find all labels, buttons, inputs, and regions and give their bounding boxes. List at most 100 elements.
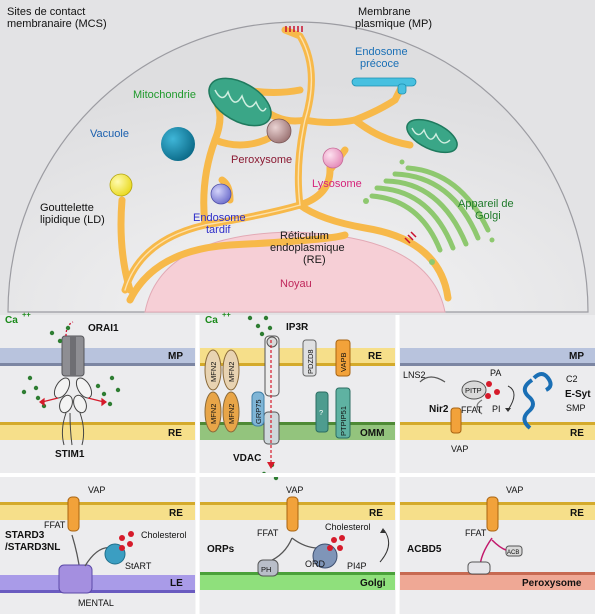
peroxysome-bar-label: Peroxysome: [522, 578, 582, 589]
le-bar: [0, 575, 195, 590]
acbd5-vap-label: VAP: [506, 485, 523, 495]
vdac-label: VDAC: [233, 453, 261, 464]
plasma-membrane-label-2: plasmique (MP): [355, 18, 432, 30]
ph-domain: [257, 559, 279, 577]
er-bar-stard3: [0, 505, 195, 520]
pa-label: PA: [490, 368, 501, 378]
peroxisome-label: Peroxysome: [231, 154, 292, 166]
orai-ca-label: Ca: [5, 315, 18, 326]
mental-domain: [58, 564, 93, 594]
nucleus-label: Noyau: [280, 278, 312, 290]
nucleus-shape: [144, 231, 446, 313]
pitp-label: PITP: [465, 386, 482, 395]
esyt-mp-label: MP: [569, 351, 584, 362]
panel-esyt: MP RE LNS2 PA PI PITP VAP FFAT Nir2 C2 E…: [400, 348, 595, 454]
stim1-label: STIM1: [55, 449, 85, 460]
vacuole-label: Vacuole: [90, 128, 129, 140]
golgi-bar: [200, 575, 395, 590]
unknown-label: ?: [319, 408, 323, 417]
panel-separators: [0, 315, 595, 614]
lns2-label: LNS2: [403, 370, 426, 380]
esyt-ffat-label: FFAT: [461, 405, 483, 415]
panel-stard3: RE LE VAP FFAT MENTAL StART Cholesterol …: [0, 485, 195, 608]
er-bar-orai: [0, 425, 195, 440]
lipid-droplet-label-2: lipidique (LD): [40, 214, 105, 226]
stard3-ffat-label: FFAT: [44, 520, 66, 530]
stard3-re-label: RE: [169, 508, 183, 519]
c2-label: C2: [566, 374, 578, 384]
pi-label: PI: [492, 404, 501, 414]
stim1-protein: [53, 377, 93, 446]
orai1-label: ORAI1: [88, 323, 119, 334]
pdzd8: [302, 339, 317, 377]
acbd5-name: ACBD5: [407, 544, 442, 555]
orai-ca-arrows: [39, 397, 107, 407]
ptpip51-label: PTPIP51: [339, 406, 348, 436]
esyt-vap-label: VAP: [451, 444, 468, 454]
mcs-title-2: membranaire (MCS): [7, 18, 107, 30]
smp-label: SMP: [566, 403, 586, 413]
orai-re-label: RE: [168, 428, 182, 439]
mfn2-label-1: MFN2: [209, 362, 218, 382]
vacuole: [161, 127, 195, 161]
ip3r-re-label: RE: [368, 351, 382, 362]
peroxisome-bar: [400, 575, 595, 590]
mp-bar-esyt: [400, 348, 595, 363]
grp75: [251, 391, 265, 427]
orai-ca-ions: [21, 325, 121, 409]
panel-acbd5: RE Peroxysome VAP FFAT ACB ACBD5: [400, 485, 595, 590]
le-label: LE: [170, 578, 183, 589]
late-endosome-label-1: Endosome: [193, 212, 246, 224]
late-endosome: [210, 183, 232, 205]
esyt-vap: [450, 407, 462, 434]
acbd5-tm: [467, 561, 491, 575]
esyt-label: E-Syt: [565, 389, 591, 400]
orp-vap: [286, 496, 299, 532]
mitochondrion-secondary: [406, 118, 458, 154]
mental-label: MENTAL: [78, 598, 114, 608]
ip3r-label: IP3R: [286, 322, 309, 333]
er-label-2: endoplasmique: [270, 242, 345, 254]
mp-bar-orai: [0, 348, 195, 363]
vapb: [335, 339, 351, 377]
ptpip51: [335, 387, 351, 439]
mfn2-label-4: MFN2: [227, 404, 236, 424]
unknown-partner: [315, 391, 329, 433]
acb-label: ACB: [507, 550, 519, 556]
stard3-vap-label: VAP: [88, 485, 105, 495]
orp-cholesterol: [327, 535, 345, 551]
golgi-label-2: Golgi: [475, 210, 501, 222]
er-highlight: [124, 35, 313, 291]
mitochondria-label: Mitochondrie: [133, 89, 196, 101]
grp75-label: GRP75: [254, 399, 263, 424]
mitochondrion-main: [208, 77, 272, 127]
golgi-stacks: [369, 165, 491, 253]
nir2-label: Nir2: [429, 404, 449, 415]
acbd5-ffat-label: FFAT: [465, 528, 487, 538]
mfn2-label-3: MFN2: [209, 404, 218, 424]
golgi-vesicles: [363, 159, 495, 265]
start-label: StART: [125, 561, 152, 571]
orp-re-label: RE: [369, 508, 383, 519]
orp-golgi-label: Golgi: [360, 578, 386, 589]
esyt-lipids: [485, 381, 500, 399]
plasma-membrane-label-1: Membrane: [358, 6, 411, 18]
early-endosome: [351, 77, 417, 95]
omm-label: OMM: [360, 428, 384, 439]
stard3-cholesterol-label: Cholesterol: [141, 530, 187, 540]
early-endosome-label-2: précoce: [360, 58, 399, 70]
panel-ip3r: RE OMM Ca ++ IP3R VDAC GRP75 MFN2 MFN2 M: [200, 310, 395, 481]
esyt-re-label: RE: [570, 428, 584, 439]
lysosome: [322, 147, 344, 169]
orai-ca-sup: ++: [22, 310, 31, 319]
ip3r-channel: [264, 335, 280, 397]
er-label-3: (RE): [303, 254, 326, 266]
lipid-droplet: [109, 173, 133, 197]
orp-ffat-label: FFAT: [257, 528, 279, 538]
pitp-domain: [461, 380, 487, 400]
ip3r-ca-sup: ++: [222, 310, 231, 319]
stard3-name-2: /STARD3NL: [5, 542, 60, 553]
peroxisome: [266, 118, 292, 144]
